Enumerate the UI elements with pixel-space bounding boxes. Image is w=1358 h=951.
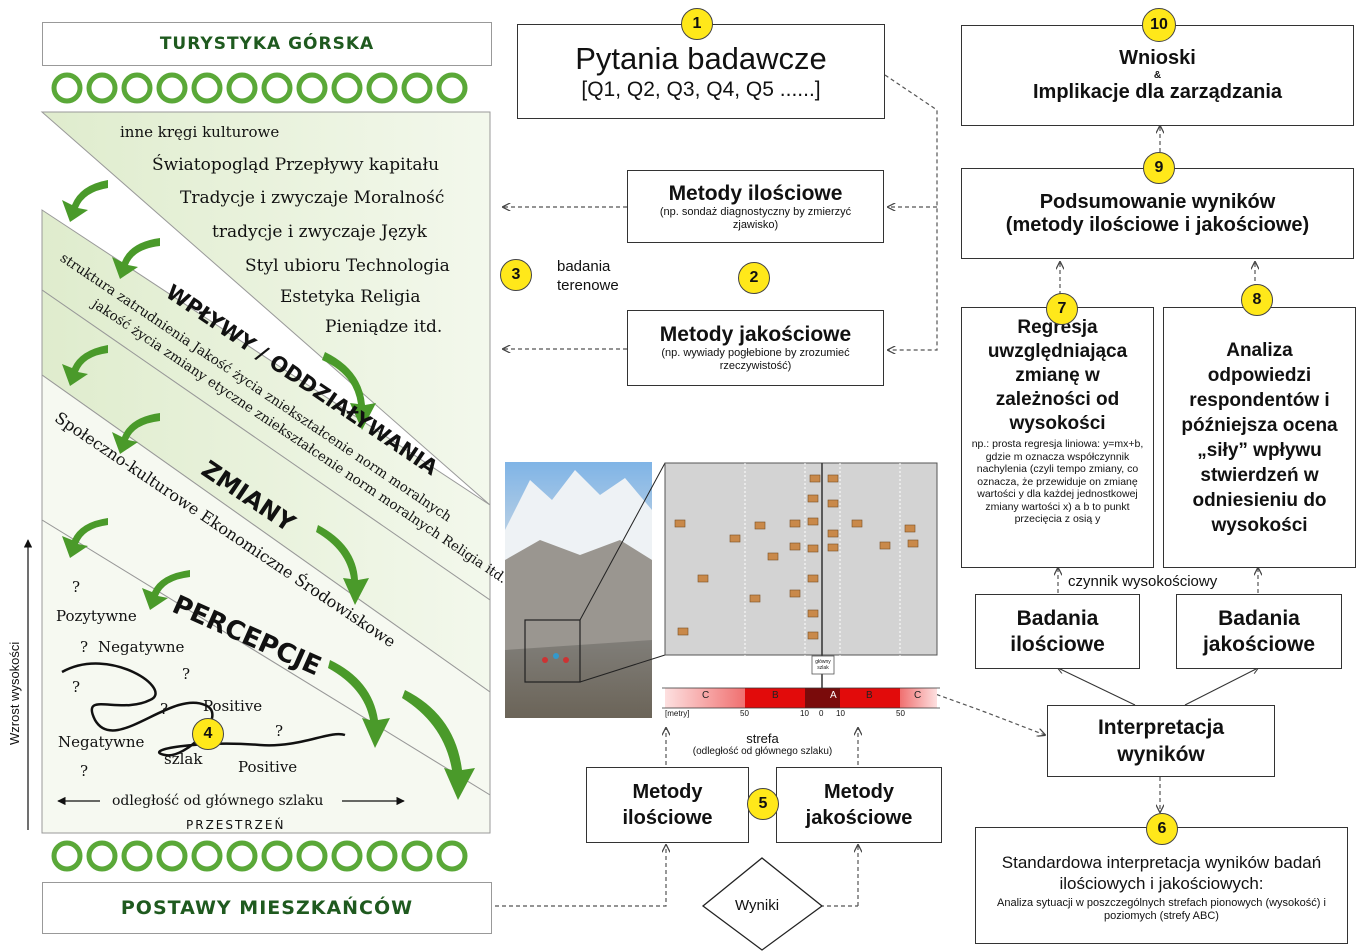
quant-research-label: Badania ilościowe: [1010, 606, 1105, 656]
tick: 50: [740, 709, 749, 718]
influence-item: Styl ubioru Technologia: [245, 256, 450, 276]
zone-c-right: C: [914, 690, 922, 701]
recycle-row-bottom: [51, 840, 468, 872]
regression-title: Regresja uwzględniająca zmianę w zależno…: [987, 317, 1128, 434]
field-research-label: badania terenowe: [557, 257, 619, 295]
m5-quant-label: Metody ilościowe: [622, 781, 713, 829]
q-mark: ?: [72, 578, 81, 596]
summary-line-2: (metody ilościowe i jakościowe): [1005, 213, 1310, 236]
field-line-1: badania: [557, 258, 611, 275]
influence-item: Światopogląd Przepływy kapitału: [152, 155, 440, 175]
zone-b-right: B: [866, 690, 873, 701]
quant-methods-sub: (np. sondaż diagnostyczny by zmierzyć zj…: [659, 205, 852, 231]
q-mark: ?: [72, 678, 81, 696]
influence-item: Estetyka Religia: [280, 287, 421, 307]
altitude-factor-label: czynnik wysokościowy: [1068, 573, 1218, 590]
step-number-3: 3: [500, 259, 532, 291]
m5-qual-box: Metody jakościowe: [776, 767, 942, 843]
q-mark: ?: [275, 722, 284, 740]
qual-methods-title: Metody jakościowe: [659, 323, 852, 346]
interpretation-box: Interpretacja wyników: [1047, 705, 1275, 777]
step-number-9: 9: [1143, 152, 1175, 184]
qual-research-label: Badania jakościowe: [1202, 606, 1316, 656]
conclusions-amp: &: [1153, 70, 1162, 81]
perc-positive-2: Positive: [203, 697, 263, 715]
influence-item: Tradycje i zwyczaje Moralność: [180, 188, 445, 208]
strefa-label: strefa: [746, 731, 779, 746]
step-number-7: 7: [1046, 293, 1078, 325]
influence-item: tradycje i zwyczaje Język: [212, 222, 427, 242]
zone-a: A: [830, 690, 837, 701]
step-number-6: 6: [1146, 813, 1178, 845]
research-questions-title: Pytania badawcze: [575, 40, 827, 76]
bottom-banner: POSTAWY MIESZKAŃCÓW: [42, 882, 492, 934]
results-label: Wyniki: [735, 897, 780, 914]
perc-positive-3: Positive: [238, 758, 298, 776]
influence-item: Pieniądze itd.: [325, 317, 443, 337]
top-banner: TURYSTYKA GÓRSKA: [42, 22, 492, 66]
conclusions-title: Wnioski: [1119, 47, 1196, 69]
summary-line-1: Podsumowanie wyników: [1039, 190, 1276, 213]
perc-negative-2: Negatywne: [58, 733, 145, 751]
axis-x-label: odległość od głównego szlaku: [112, 793, 324, 809]
step-number-1: 1: [681, 8, 713, 40]
research-questions-list: [Q1, Q2, Q3, Q4, Q5 ......]: [581, 77, 821, 101]
m5-quant-box: Metody ilościowe: [586, 767, 749, 843]
q-mark: ?: [80, 638, 89, 656]
standard-interpretation-title: Standardowa interpretacja wyników badań …: [1001, 853, 1322, 893]
space-label: PRZESTRZEŃ: [186, 818, 286, 832]
regression-desc: np.: prosta regresja liniowa: y=mx+b, gd…: [971, 438, 1144, 525]
results-diamond: [701, 857, 824, 951]
m5-qual-label: Metody jakościowe: [805, 781, 913, 829]
tick: 10: [800, 709, 809, 718]
green-arrows: [62, 180, 475, 800]
zone-c-left: C: [702, 690, 710, 701]
perc-negative-1: Negatywne: [98, 638, 185, 656]
strefa-sub: (odległość od głównego szlaku): [692, 746, 833, 757]
quant-methods-box: Metody ilościowe (np. sondaż diagnostycz…: [627, 170, 884, 243]
perc-positive-1: Pozytywne: [56, 607, 137, 625]
tick-unit: [metry]: [665, 709, 690, 718]
solid-connectors: [1058, 668, 1258, 706]
step-number-2: 2: [738, 262, 770, 294]
mountain-photo: [505, 462, 666, 718]
axis-y-label: Wzrost wysokości: [7, 641, 22, 745]
q-mark: ?: [80, 762, 89, 780]
standard-interpretation-box: Standardowa interpretacja wyników badań …: [975, 827, 1348, 944]
zone-map: [662, 462, 940, 709]
quant-research-box: Badania ilościowe: [975, 594, 1140, 669]
qual-research-box: Badania jakościowe: [1176, 594, 1342, 669]
interpretation-label: Interpretacja wyników: [1097, 716, 1225, 766]
tick: 10: [836, 709, 845, 718]
tick: 0: [819, 709, 824, 718]
quant-methods-title: Metody ilościowe: [668, 181, 843, 205]
recycle-row-top: [51, 72, 468, 104]
connectors: [467, 74, 1258, 907]
perc-trail: szlak: [164, 750, 203, 768]
analysis-title: Analiza odpowiedzi respondentów i późnie…: [1181, 339, 1338, 536]
qual-methods-box: Metody jakościowe (np. wywiady pogłebion…: [627, 310, 884, 386]
qual-methods-sub: (np. wywiady pogłebione by zrozumieć rze…: [661, 347, 850, 372]
conclusions-sub: Implikacje dla zarządzania: [1033, 81, 1282, 103]
step-number-5: 5: [747, 788, 779, 820]
step-number-8: 8: [1241, 284, 1273, 316]
tick: 50: [896, 709, 905, 718]
field-line-2: terenowe: [557, 277, 619, 294]
standard-interpretation-sub: Analiza sytuacji w poszczególnych strefa…: [997, 897, 1326, 922]
regression-box: Regresja uwzględniająca zmianę w zależno…: [961, 307, 1154, 568]
q-mark: ?: [182, 665, 191, 683]
trail-label: główny szlak: [815, 659, 831, 671]
influence-item: inne kręgi kulturowe: [120, 123, 280, 141]
strefa-caption: strefa (odległość od głównego szlaku): [660, 731, 865, 757]
top-banner-label: TURYSTYKA GÓRSKA: [159, 34, 375, 54]
zone-b-left: B: [772, 690, 779, 701]
trail-curve: [61, 662, 346, 757]
research-questions-box: Pytania badawcze [Q1, Q2, Q3, Q4, Q5 ...…: [517, 24, 885, 119]
bottom-banner-label: POSTAWY MIESZKAŃCÓW: [120, 897, 414, 919]
step-number-4: 4: [192, 718, 224, 750]
step-number-10: 10: [1142, 8, 1176, 42]
q-mark: ?: [160, 700, 169, 718]
analysis-box: Analiza odpowiedzi respondentów i późnie…: [1163, 307, 1356, 568]
